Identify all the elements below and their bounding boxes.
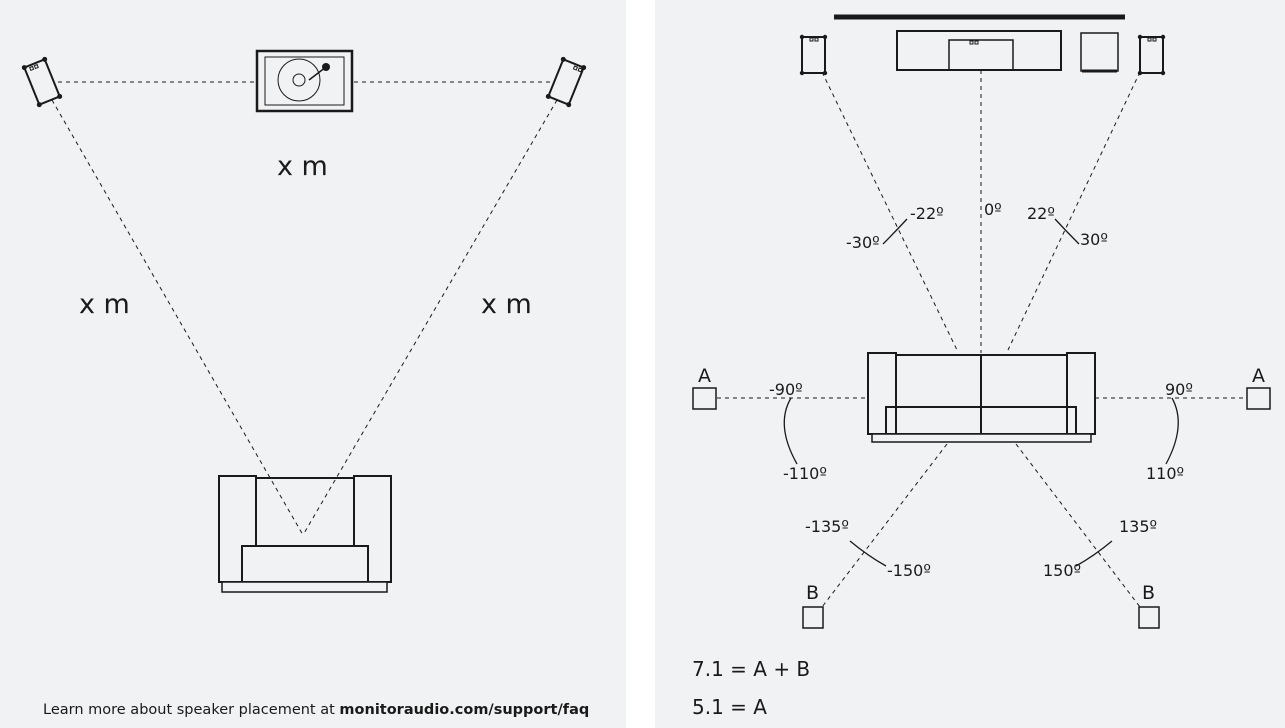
subwoofer-icon (1080, 32, 1119, 73)
side-right-speaker-icon (1246, 387, 1271, 410)
center-speaker-icon (896, 30, 1062, 71)
speaker-label-rear-left: B (806, 582, 820, 604)
distance-label-left: x m (79, 289, 130, 320)
angle-label-side-left-inner: -90º (769, 380, 803, 399)
distance-label-right: x m (481, 289, 532, 320)
rear-right-speaker-icon (1138, 606, 1160, 629)
speaker-label-side-left: A (698, 365, 711, 387)
side-left-speaker-icon (692, 387, 717, 410)
angle-label-side-right-outer: 110º (1146, 464, 1185, 483)
front-left-speaker-icon (799, 34, 828, 76)
legend-7-1: 7.1 = A + B (692, 657, 811, 681)
armchair-icon (218, 475, 392, 593)
sofa-icon (867, 352, 1096, 443)
front-right-speaker-icon (1137, 34, 1166, 76)
footer-note: Learn more about speaker placement at mo… (43, 702, 589, 718)
support-faq-link[interactable]: monitoraudio.com/support/faq (339, 702, 590, 718)
angle-label-front-left-outer: -30º (846, 233, 880, 252)
stereo-guide-lines (42, 81, 566, 536)
angle-label-side-left-outer: -110º (783, 464, 827, 483)
stereo-left-speaker-icon (21, 56, 63, 108)
stereo-placement-panel (0, 0, 626, 728)
angle-label-front-left-inner: -22º (910, 204, 944, 223)
angle-arcs (783, 218, 1179, 567)
angle-label-side-right-inner: 90º (1165, 380, 1193, 399)
footer-text: Learn more about speaker placement at (43, 702, 340, 718)
angle-label-center: 0º (984, 200, 1002, 219)
distance-label-top: x m (277, 151, 328, 182)
angle-label-rear-right-inner: 135º (1119, 517, 1158, 536)
turntable-icon (255, 49, 354, 113)
angle-label-front-right-inner: 22º (1027, 204, 1055, 223)
speaker-label-side-right: A (1252, 365, 1265, 387)
angle-label-rear-right-outer: 150º (1043, 561, 1082, 580)
rear-left-speaker-icon (802, 606, 824, 629)
legend-5-1: 5.1 = A (692, 695, 767, 719)
speaker-label-rear-right: B (1142, 582, 1156, 604)
angle-label-front-right-outer: 30º (1080, 230, 1108, 249)
surround-guide-lines (717, 70, 1248, 608)
stereo-right-speaker-icon (545, 56, 587, 108)
angle-label-rear-left-inner: -135º (805, 517, 849, 536)
angle-label-rear-left-outer: -150º (887, 561, 931, 580)
